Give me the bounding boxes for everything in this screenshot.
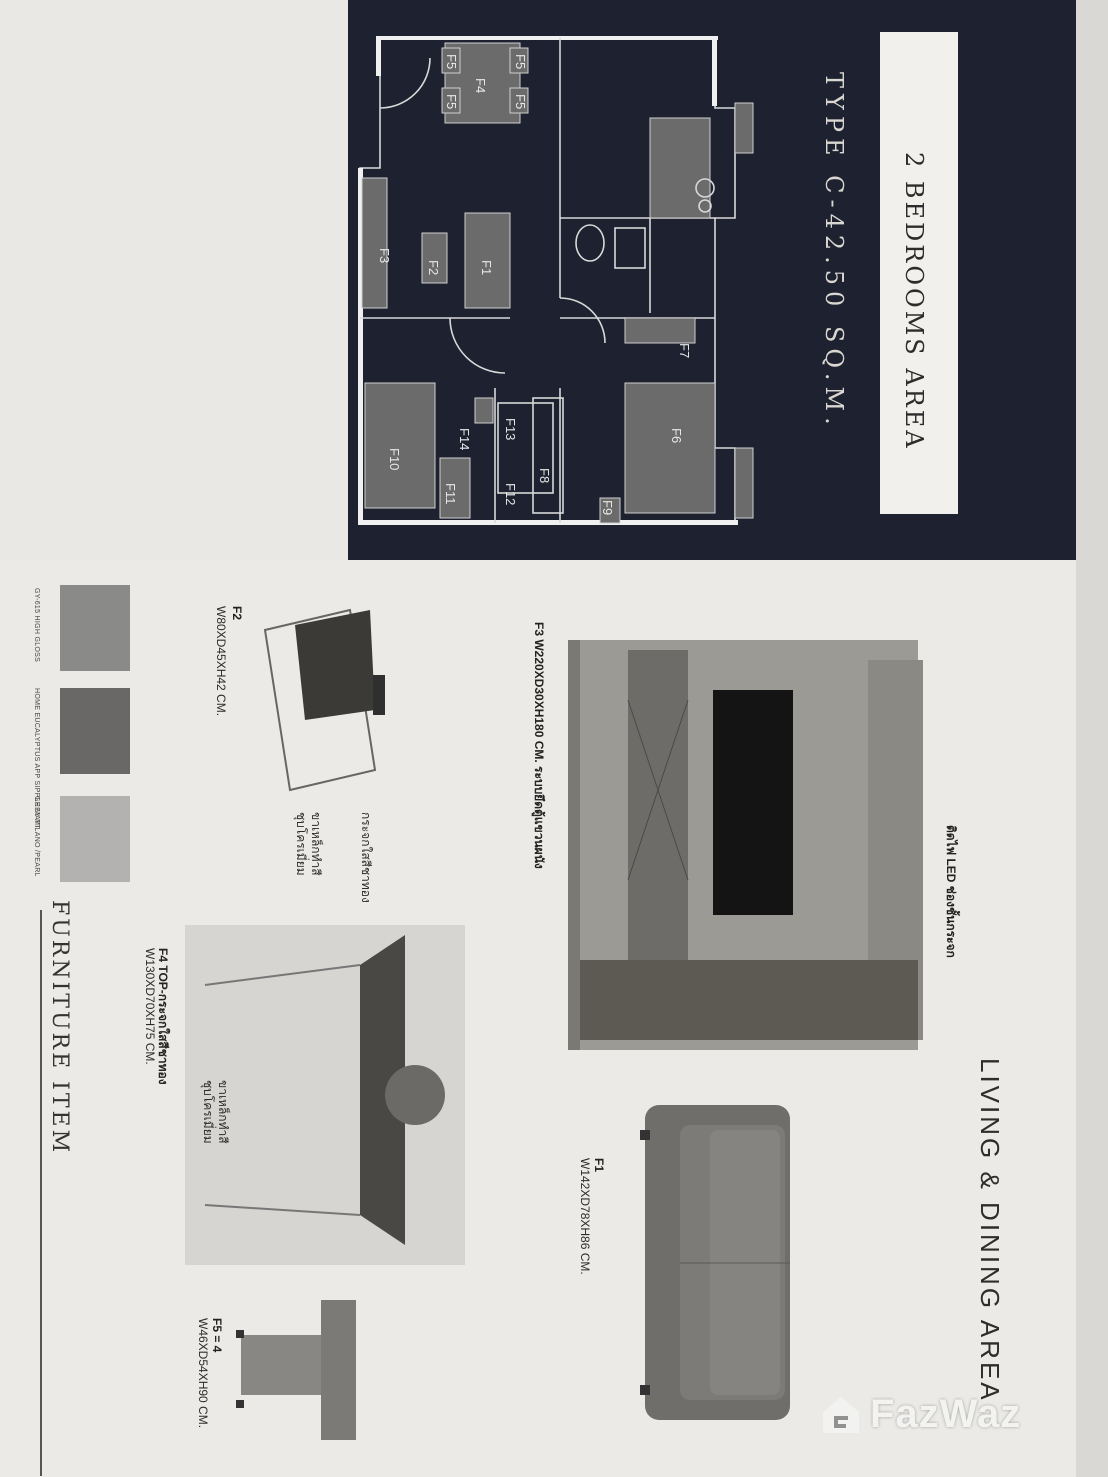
watermark-logo-icon bbox=[823, 1396, 859, 1433]
svg-text:F2: F2 bbox=[426, 260, 441, 275]
svg-text:F3: F3 bbox=[377, 248, 392, 263]
f4-note-chrome: ชุบโครเมี่ยม bbox=[201, 1080, 215, 1144]
svg-text:F8: F8 bbox=[537, 468, 552, 483]
furniture-heading-rule bbox=[40, 910, 42, 1476]
f3-label: F3 W220XD30XH180 CM. ระบบยึดตู้แขวนผนัง bbox=[532, 622, 546, 869]
f5-dims: W46XD54XH90 CM. bbox=[196, 1318, 210, 1429]
dining-chair-image bbox=[236, 1300, 366, 1450]
svg-text:F14: F14 bbox=[457, 428, 472, 450]
svg-text:F4: F4 bbox=[473, 78, 488, 93]
watermark-text: FazWaz bbox=[870, 1392, 1022, 1436]
swatch-2 bbox=[60, 688, 130, 774]
svg-text:F5: F5 bbox=[513, 94, 528, 109]
dining-table-image bbox=[185, 925, 465, 1265]
svg-text:F5: F5 bbox=[444, 54, 459, 69]
svg-text:F7: F7 bbox=[677, 343, 692, 358]
floor-plan: F1 F2 F3 F4 F5 F5 F5 F5 F6 F7 F8 F9 F10 … bbox=[350, 28, 770, 528]
living-dining-heading: LIVING & DINING AREA bbox=[975, 1058, 1005, 1403]
svg-text:F5: F5 bbox=[513, 54, 528, 69]
f1-code: F1 bbox=[592, 1158, 606, 1173]
unit-type-label: TYPE C-42.50 SQ.M. bbox=[820, 72, 848, 431]
swatch-1 bbox=[60, 585, 130, 671]
svg-text:F11: F11 bbox=[443, 483, 458, 504]
f2-note-glass: กระจกใสสีชาทอง bbox=[359, 812, 373, 903]
swatch-1-label: GY-615 HIGH GLOSS bbox=[33, 588, 40, 663]
title-box: 2 BEDROOMS AREA bbox=[880, 32, 958, 514]
page-edge bbox=[1076, 0, 1108, 1477]
f2-dims: W80XD45XH42 CM. bbox=[214, 606, 228, 717]
f4-dims: W130XD70XH75 CM. bbox=[143, 948, 157, 1065]
svg-text:F13: F13 bbox=[503, 418, 518, 440]
svg-text:F10: F10 bbox=[387, 448, 402, 470]
swatch-3 bbox=[60, 796, 130, 882]
svg-text:F5: F5 bbox=[444, 94, 459, 109]
f1-dims: W142XD78XH86 CM. bbox=[578, 1158, 592, 1275]
f2-note-chrome: ชุบโครเมี่ยม bbox=[294, 812, 308, 876]
svg-text:F9: F9 bbox=[600, 500, 615, 515]
coffee-table-image bbox=[255, 600, 385, 800]
sofa-image bbox=[640, 1105, 795, 1420]
svg-text:F1: F1 bbox=[479, 260, 494, 275]
page-title: 2 BEDROOMS AREA bbox=[900, 152, 928, 451]
f2-code: F2 bbox=[230, 606, 244, 621]
svg-text:F6: F6 bbox=[669, 428, 684, 443]
watermark: FazWaz bbox=[820, 1392, 1021, 1437]
svg-text:F12: F12 bbox=[503, 483, 518, 505]
f5-code: F5 = 4 bbox=[210, 1318, 224, 1353]
furniture-item-heading: FURNITURE ITEM bbox=[47, 900, 72, 1156]
tv-cabinet-image bbox=[568, 640, 928, 1050]
swatch-3-label: GREY MILANO /PEARL bbox=[33, 796, 40, 877]
f3-led-note: ติดไฟ LED ช่องชั้นกระจก bbox=[944, 825, 958, 958]
